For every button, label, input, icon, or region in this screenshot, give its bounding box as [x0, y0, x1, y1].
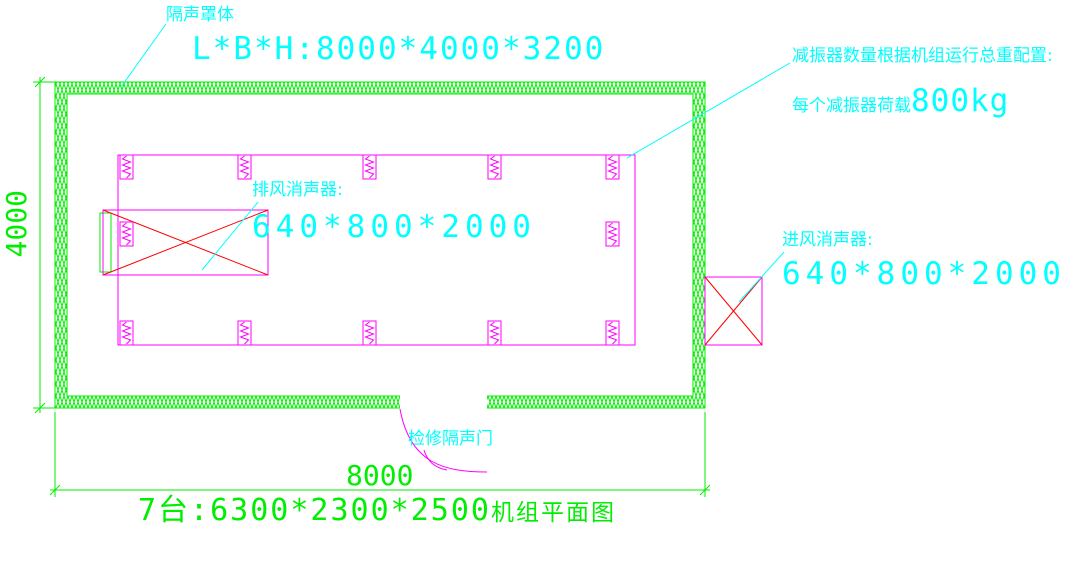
vibration-isolator [605, 154, 620, 180]
dimension-tick [49, 484, 61, 496]
exhaust-cross-line [102, 209, 269, 276]
exhaust-silencer-size: 640*800*2000 [252, 209, 536, 245]
vibration-isolator [487, 320, 502, 346]
vibration-isolator [119, 320, 134, 346]
intake-silencer-label: 进风消声器: [782, 230, 873, 250]
vibration-isolator [605, 320, 620, 346]
dimension-width-value: 8000 [346, 459, 414, 492]
isolator-note-leader [626, 62, 791, 159]
vibration-isolator [119, 221, 134, 247]
isolator-note-prefix: 每个减振器荷载 [792, 96, 911, 116]
intake-leader [738, 251, 785, 303]
caption: 7台:6300*2300*2500机组平面图 [138, 494, 616, 527]
isolator-load-value: 800kg [911, 83, 1010, 119]
vibration-isolator [362, 154, 377, 180]
exhaust-leader [201, 201, 259, 271]
door-label-leader [423, 449, 448, 471]
dimension-height-value: 4000 [0, 190, 33, 258]
intake-cross-line [704, 276, 763, 346]
vibration-isolator [487, 154, 502, 180]
door-opening [400, 393, 487, 410]
enclosure-wall-inner [66, 93, 694, 397]
enclosure-leader [120, 23, 167, 88]
enclosure-label: 隔声罩体 [166, 5, 234, 25]
isolator-note-line2: 每个减振器荷载800kg [792, 84, 1009, 118]
exhaust-duct-opening [99, 212, 112, 273]
intake-silencer-box [704, 276, 763, 346]
enclosure-size-label: L*B*H:8000*4000*3200 [192, 31, 606, 67]
enclosure-wall-outer [54, 81, 706, 409]
exhaust-silencer-label: 排风消声器: [252, 180, 343, 200]
vibration-isolator [237, 320, 252, 346]
vibration-isolator [237, 154, 252, 180]
vibration-isolator [605, 221, 620, 247]
unit-outline [117, 154, 636, 346]
door-swing-arc [399, 408, 488, 473]
vibration-isolator [119, 154, 134, 180]
exhaust-silencer-box [102, 209, 269, 276]
isolator-note-line1: 减振器数量根据机组运行总重配置: [792, 46, 1053, 66]
dimension-tick [34, 402, 46, 414]
caption-units: 7台:6300*2300*2500 [138, 493, 491, 528]
dimension-tick [699, 484, 711, 496]
caption-suffix: 机组平面图 [490, 500, 616, 526]
vibration-isolator [362, 320, 377, 346]
dimension-tick [34, 76, 46, 88]
door-label: 检修隔声门 [408, 429, 493, 449]
intake-silencer-size: 640*800*2000 [782, 256, 1066, 292]
